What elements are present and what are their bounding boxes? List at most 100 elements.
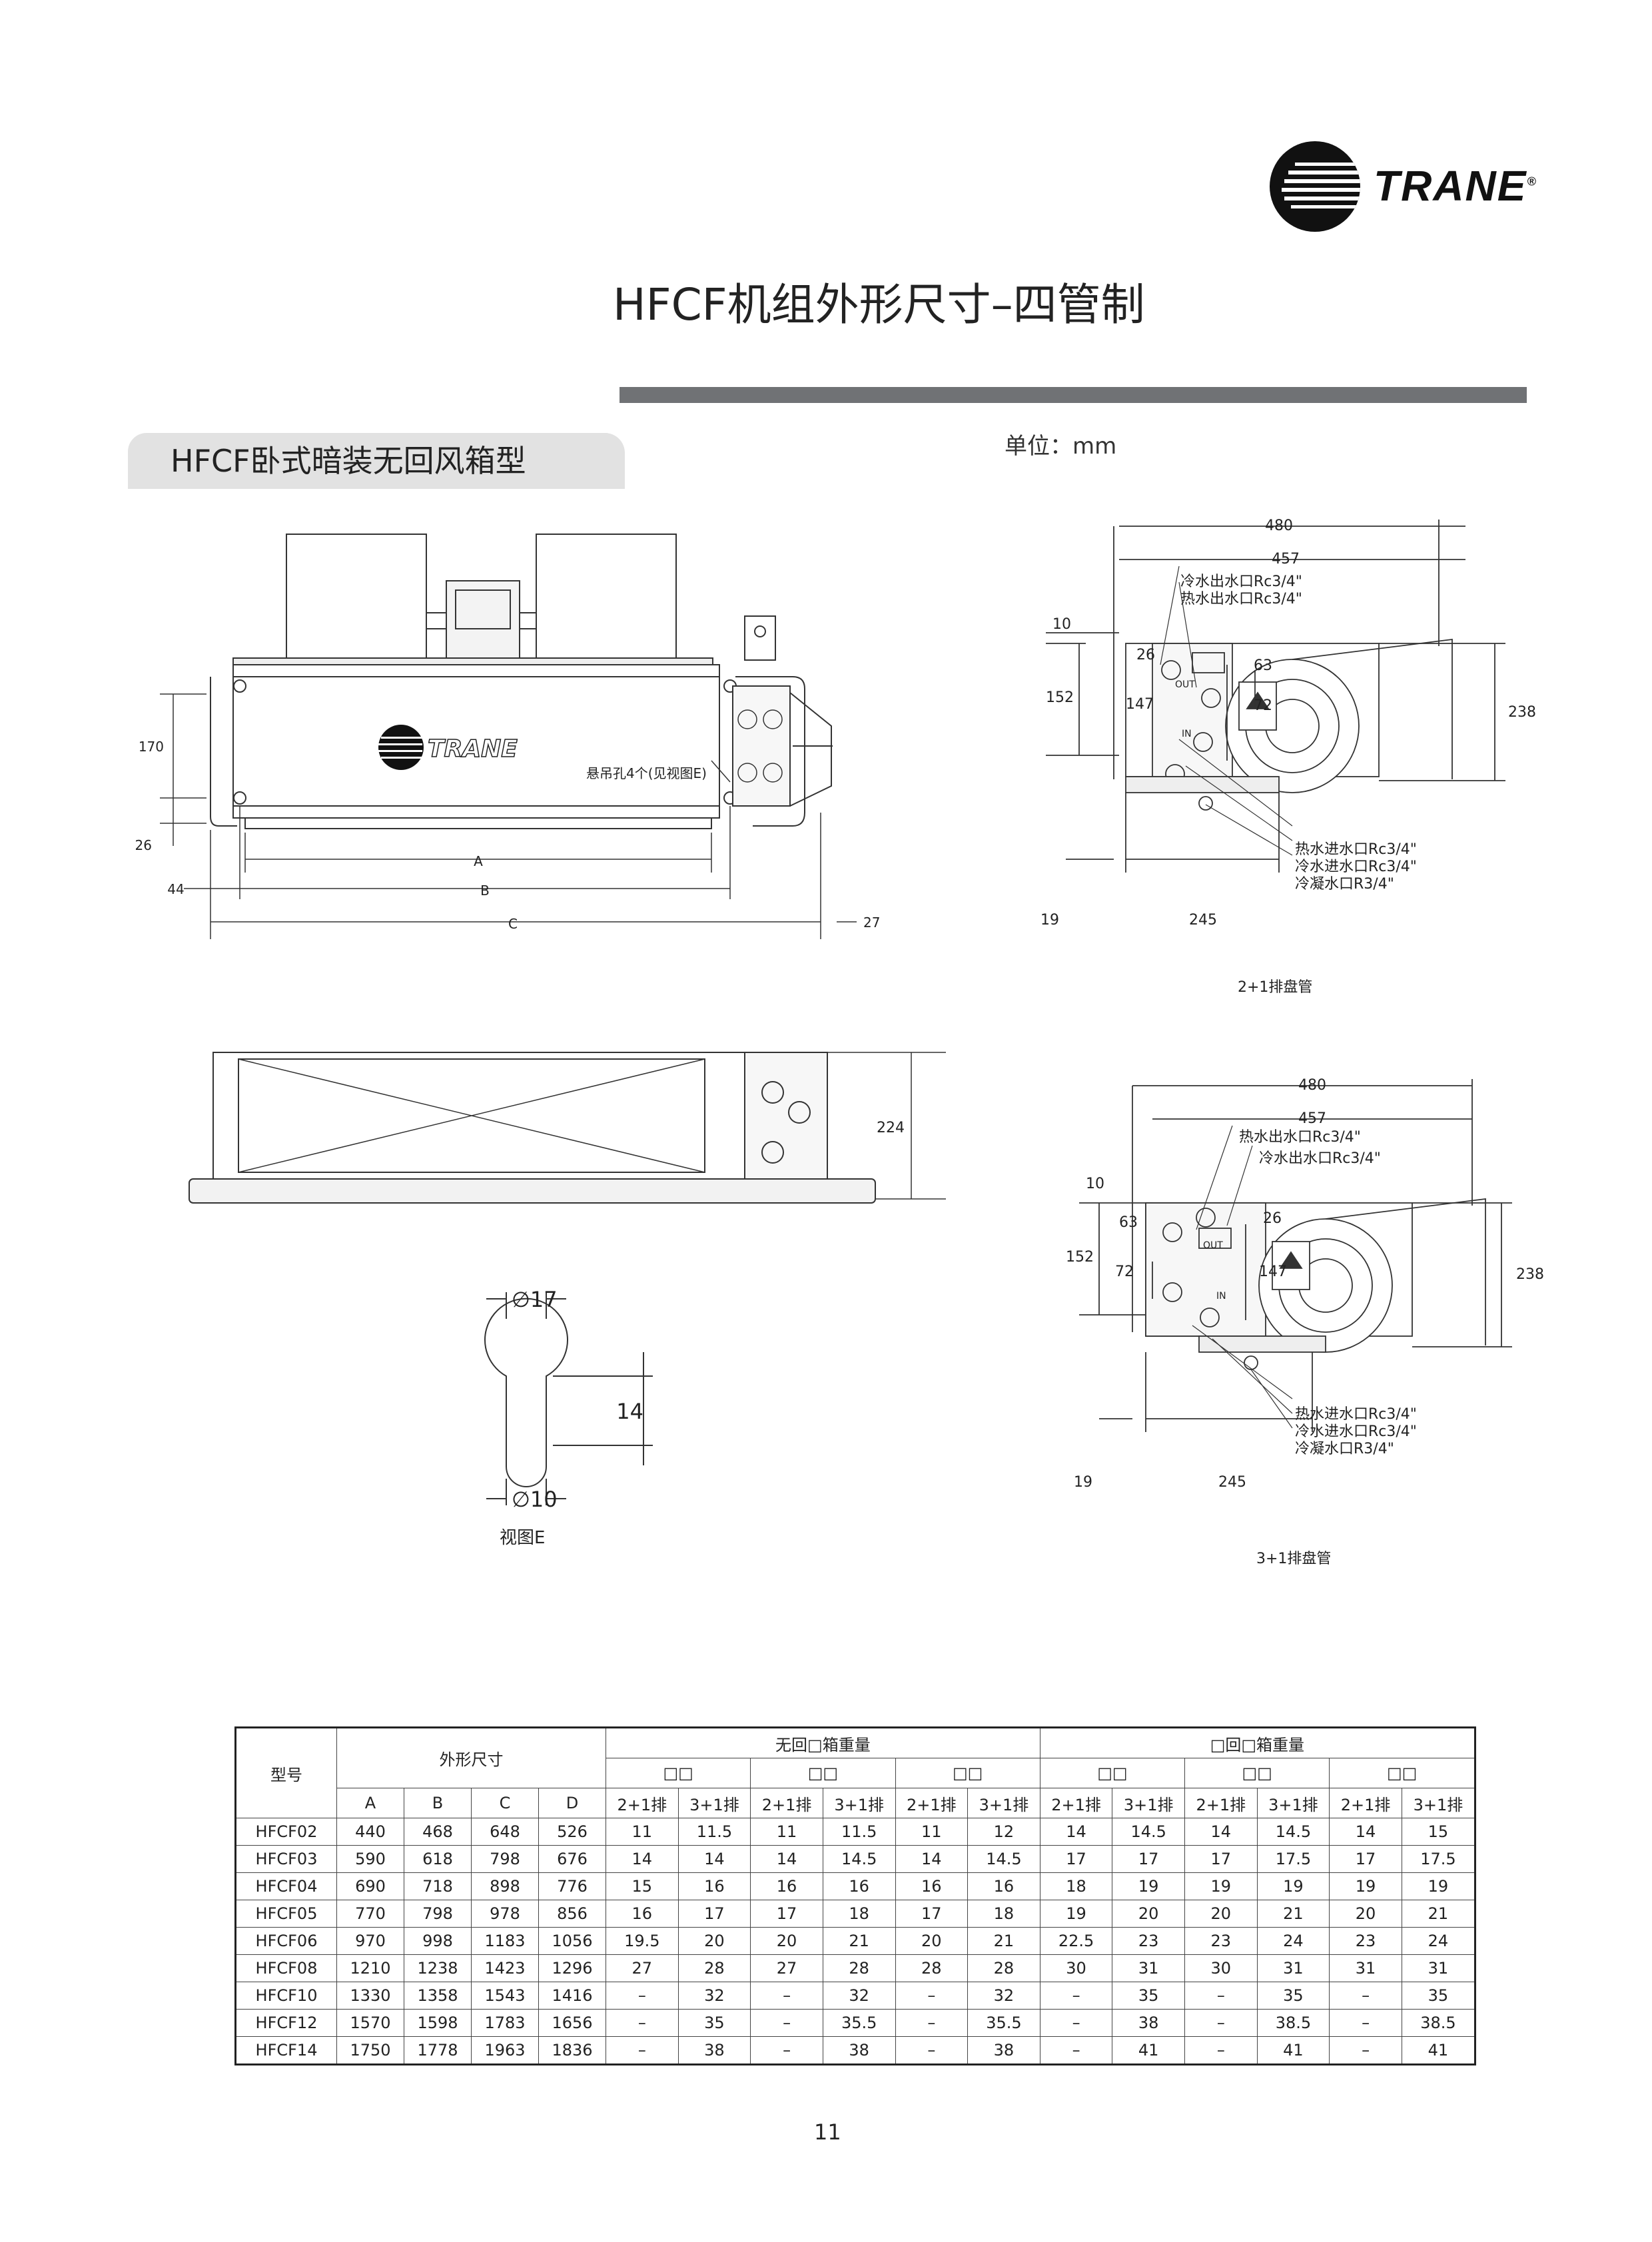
section-tab-label: HFCF卧式暗装无回风箱型 bbox=[171, 443, 526, 479]
col-header-rows: 3+1排 bbox=[677, 1788, 751, 1818]
value-cell: 38.5 bbox=[1256, 2009, 1330, 2037]
value-cell: 20 bbox=[677, 1927, 751, 1955]
model-cell: HFCF10 bbox=[235, 1982, 337, 2010]
header-model: 型号 bbox=[235, 1727, 337, 1818]
value-cell: 19 bbox=[1112, 1872, 1185, 1900]
col-header-rows: 2+1排 bbox=[1039, 1788, 1113, 1818]
value-cell: 11.5 bbox=[822, 1818, 896, 1846]
dim-72: 72 bbox=[1115, 1264, 1134, 1280]
model-cell: HFCF08 bbox=[235, 1954, 337, 1982]
value-cell: – bbox=[895, 1982, 969, 2010]
value-cell: – bbox=[1039, 2009, 1113, 2037]
dim-19: 19 bbox=[1074, 1474, 1092, 1491]
value-cell: 18 bbox=[1039, 1872, 1113, 1900]
value-cell: 590 bbox=[336, 1845, 404, 1873]
value-cell: 17 bbox=[1329, 1845, 1402, 1873]
unit-label: 单位：mm bbox=[1005, 433, 1117, 460]
value-cell: 21 bbox=[967, 1927, 1040, 1955]
col-header-dim: A bbox=[336, 1788, 404, 1818]
view-e-caption: 视图E bbox=[500, 1528, 546, 1548]
callout-bottom-3: 冷凝水口R3/4" bbox=[1295, 876, 1394, 893]
value-cell: 41 bbox=[1401, 2036, 1476, 2065]
value-cell: 24 bbox=[1256, 1927, 1330, 1955]
sub-group-1: □□ bbox=[605, 1758, 751, 1788]
dim-10: 10 bbox=[1052, 616, 1071, 633]
page-number: 11 bbox=[814, 2119, 841, 2145]
dim-480: 480 bbox=[1298, 1077, 1326, 1094]
value-cell: 32 bbox=[822, 1982, 896, 2010]
value-cell: 17 bbox=[750, 1900, 823, 1928]
value-cell: 776 bbox=[538, 1872, 606, 1900]
model-cell: HFCF02 bbox=[235, 1818, 337, 1846]
sub-group-2: □□ bbox=[750, 1758, 896, 1788]
dim-C: C bbox=[508, 916, 518, 932]
page-title: HFCF机组外形尺寸–四管制 bbox=[613, 279, 1145, 330]
value-cell: 718 bbox=[404, 1872, 472, 1900]
trane-globe-icon bbox=[1270, 141, 1360, 232]
value-cell: 27 bbox=[750, 1954, 823, 1982]
callout-bottom-1: 热水进水口Rc3/4" bbox=[1295, 841, 1417, 858]
value-cell: 27 bbox=[606, 1954, 679, 1982]
value-cell: 35.5 bbox=[822, 2009, 896, 2037]
dim-44: 44 bbox=[167, 881, 184, 897]
value-cell: 21 bbox=[822, 1927, 896, 1955]
dim-14: 14 bbox=[616, 1399, 643, 1424]
value-cell: 648 bbox=[471, 1818, 539, 1846]
value-cell: 23 bbox=[1329, 1927, 1402, 1955]
value-cell: 15 bbox=[606, 1872, 679, 1900]
value-cell: 14.5 bbox=[1256, 1818, 1330, 1846]
label-in: IN bbox=[1216, 1291, 1226, 1302]
value-cell: – bbox=[750, 2009, 823, 2037]
value-cell: 14.5 bbox=[967, 1845, 1040, 1873]
value-cell: 17 bbox=[677, 1900, 751, 1928]
value-cell: 17 bbox=[1039, 1845, 1113, 1873]
col-header-rows: 3+1排 bbox=[1112, 1788, 1185, 1818]
value-cell: – bbox=[1184, 1982, 1258, 2010]
hanger-note: 悬吊孔4个(见视图E) bbox=[586, 765, 707, 781]
value-cell: 14.5 bbox=[1112, 1818, 1185, 1846]
value-cell: 18 bbox=[967, 1900, 1040, 1928]
label-in: IN bbox=[1182, 729, 1192, 739]
sub-group-5: □□ bbox=[1184, 1758, 1330, 1788]
value-cell: 30 bbox=[1184, 1954, 1258, 1982]
value-cell: 35.5 bbox=[967, 2009, 1040, 2037]
value-cell: 14 bbox=[1039, 1818, 1113, 1846]
col-header-dim: D bbox=[538, 1788, 606, 1818]
value-cell: 440 bbox=[336, 1818, 404, 1846]
value-cell: 1836 bbox=[538, 2036, 606, 2065]
col-header-rows: 3+1排 bbox=[1256, 1788, 1330, 1818]
value-cell: 17.5 bbox=[1401, 1845, 1476, 1873]
dim-B: B bbox=[480, 883, 490, 899]
value-cell: 19 bbox=[1184, 1872, 1258, 1900]
front-view-drawing: TRANE 悬吊孔4个(见视图E) 170 26 44 A B C 27 bbox=[135, 534, 880, 939]
value-cell: 19 bbox=[1329, 1872, 1402, 1900]
dim-238: 238 bbox=[1508, 704, 1536, 721]
side-3plus1-caption: 3+1排盘管 bbox=[1256, 1551, 1332, 1567]
value-cell: 11 bbox=[895, 1818, 969, 1846]
dim-480: 480 bbox=[1265, 518, 1293, 534]
value-cell: 31 bbox=[1329, 1954, 1402, 1982]
side-2plus1-caption: 2+1排盘管 bbox=[1238, 979, 1313, 996]
dim-152: 152 bbox=[1066, 1249, 1094, 1266]
value-cell: – bbox=[1184, 2009, 1258, 2037]
dim-457: 457 bbox=[1298, 1110, 1326, 1127]
dim-26: 26 bbox=[135, 837, 152, 853]
unit-logo-icon bbox=[378, 725, 424, 770]
dim-238: 238 bbox=[1516, 1266, 1544, 1283]
value-cell: 618 bbox=[404, 1845, 472, 1873]
value-cell: 22.5 bbox=[1039, 1927, 1113, 1955]
header-dimensions: 外形尺寸 bbox=[336, 1727, 606, 1788]
value-cell: 1570 bbox=[336, 2009, 404, 2037]
dim-170: 170 bbox=[139, 739, 164, 755]
value-cell: 14 bbox=[677, 1845, 751, 1873]
value-cell: 18 bbox=[822, 1900, 896, 1928]
value-cell: 970 bbox=[336, 1927, 404, 1955]
dim-245: 245 bbox=[1189, 912, 1217, 929]
value-cell: – bbox=[750, 2036, 823, 2065]
dim-phi10: ∅10 bbox=[512, 1487, 558, 1512]
value-cell: 20 bbox=[1112, 1900, 1185, 1928]
value-cell: 19 bbox=[1401, 1872, 1476, 1900]
dim-245: 245 bbox=[1218, 1474, 1246, 1491]
